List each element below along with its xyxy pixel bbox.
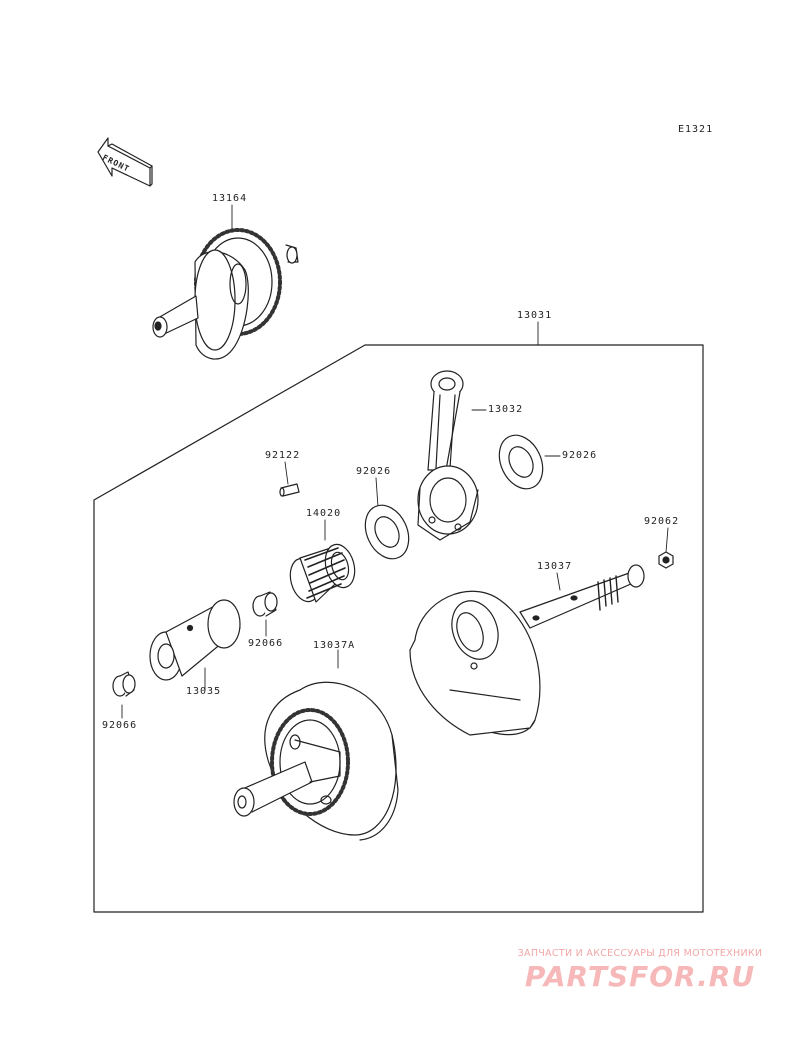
- label-92066-mid[interactable]: 92066: [248, 638, 284, 649]
- leader-lines: [121, 204, 669, 719]
- thrust-washer-92026-right: [498, 434, 544, 490]
- connecting-rod-13032: [417, 370, 479, 541]
- label-14020[interactable]: 14020: [306, 508, 342, 519]
- label-13031[interactable]: 13031: [517, 310, 553, 321]
- diagram-code: E1321: [678, 124, 714, 135]
- label-13037[interactable]: 13037: [537, 561, 573, 572]
- label-92122[interactable]: 92122: [265, 450, 301, 461]
- assembly-frame: [93, 344, 704, 913]
- watermark-logo: PARTSFOR.RU: [524, 960, 756, 993]
- thrust-washer-92026-left: [364, 504, 410, 560]
- crankshaft-half-13037: [409, 564, 645, 736]
- pin-92122: [279, 483, 300, 497]
- label-13164[interactable]: 13164: [212, 193, 248, 204]
- crank-pin-13035: [149, 599, 241, 681]
- needle-bearing-14020: [289, 543, 356, 603]
- label-13037A[interactable]: 13037A: [313, 640, 356, 651]
- label-92026-left[interactable]: 92026: [356, 466, 392, 477]
- label-92066-left[interactable]: 92066: [102, 720, 138, 731]
- bushing-92066-mid: [252, 591, 278, 617]
- bushing-92066-left: [112, 671, 136, 697]
- crankshaft-half-13037A: [233, 681, 399, 841]
- label-13035[interactable]: 13035: [186, 686, 222, 697]
- watermark-caption: ЗАПЧАСТИ И АКСЕССУАРЫ ДЛЯ МОТОТЕХНИКИ: [517, 948, 763, 959]
- nut-92062: [658, 551, 674, 569]
- label-13032[interactable]: 13032: [488, 404, 524, 415]
- label-92026-right[interactable]: 92026: [562, 450, 598, 461]
- crankshaft-half-13164: [152, 228, 299, 360]
- label-92062[interactable]: 92062: [644, 516, 680, 527]
- front-arrow-icon: [97, 137, 153, 187]
